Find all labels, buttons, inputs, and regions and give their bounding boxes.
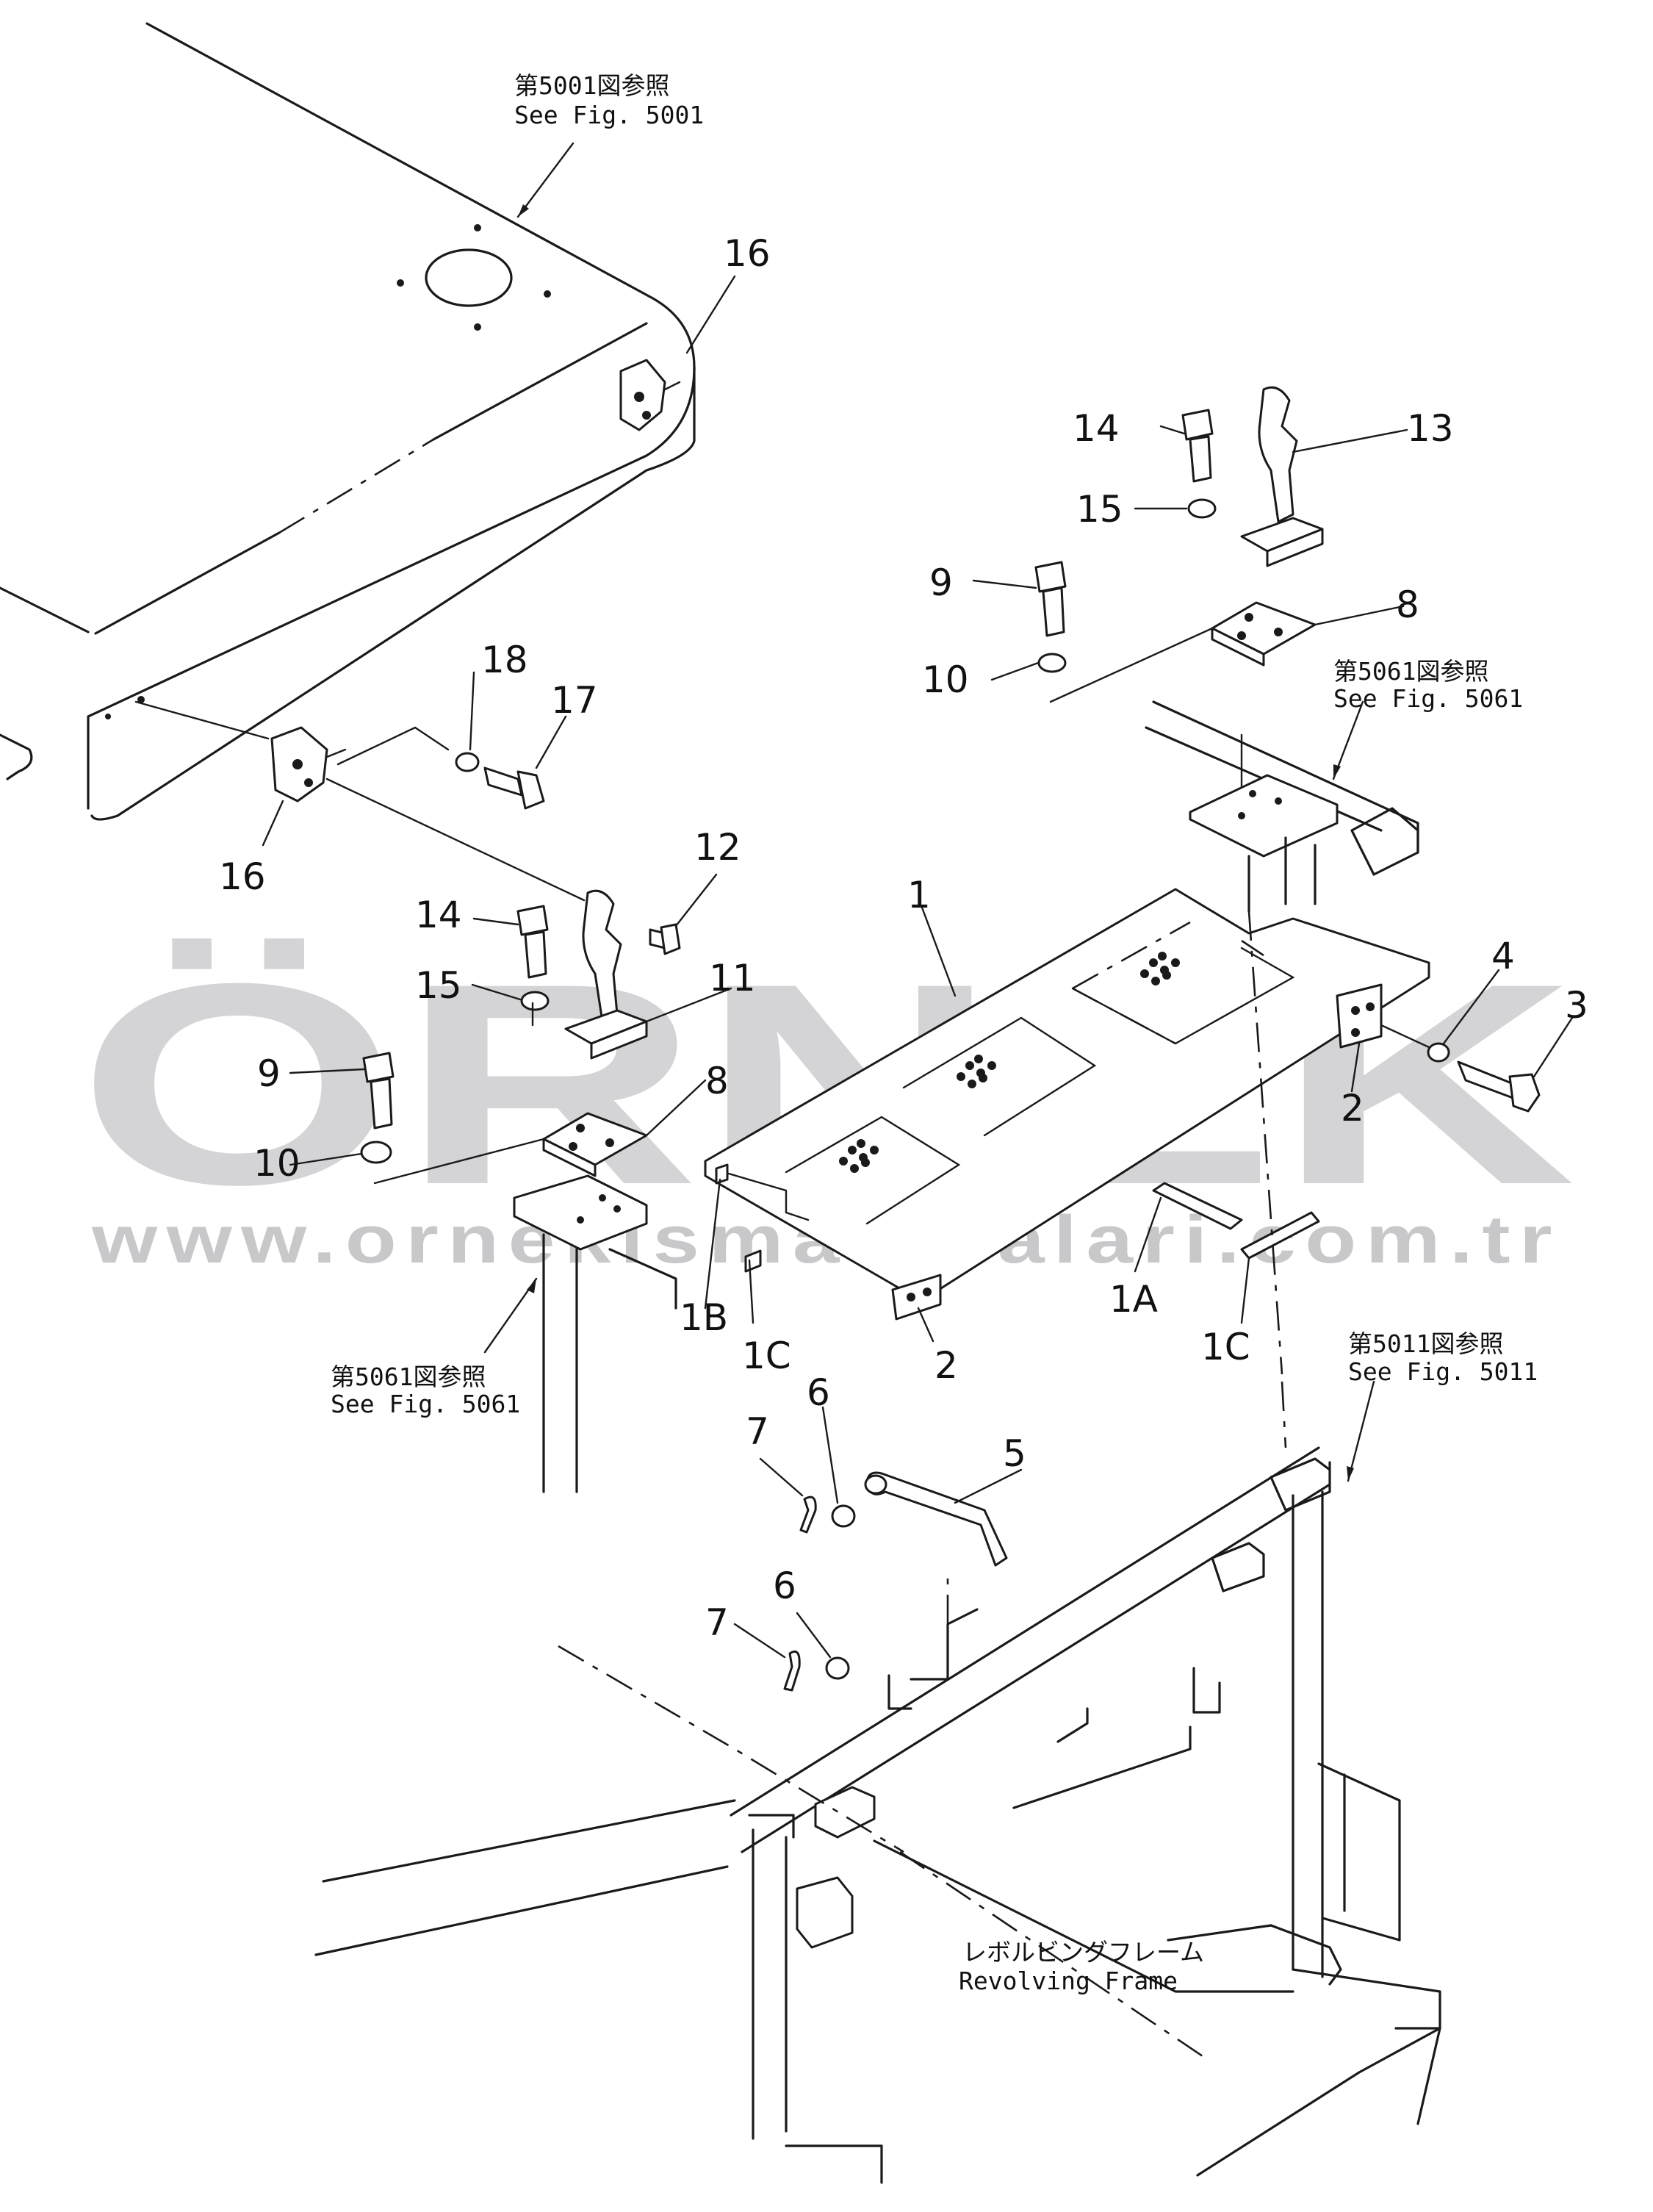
washer-15-left — [520, 991, 550, 1011]
part-label: 16 — [219, 855, 266, 898]
part-label: 14 — [415, 894, 462, 936]
part-label: 8 — [705, 1060, 729, 1102]
bolt-3 — [1457, 1060, 1541, 1113]
latch-hook-upper — [619, 359, 681, 431]
part-label: 3 — [1565, 984, 1588, 1027]
part-label: 17 — [551, 679, 598, 722]
washer-10-left — [360, 1141, 392, 1164]
part-label: 1A — [1109, 1278, 1158, 1321]
latch-hook-lower — [270, 726, 347, 802]
part-label: 11 — [709, 957, 756, 999]
hinge-bottom — [891, 1274, 942, 1321]
reference-fig-5001: 第5001図参照 See Fig. 5001 — [514, 71, 704, 129]
washer-4 — [1427, 1042, 1450, 1063]
part-label: 10 — [922, 658, 969, 701]
washer-10-right — [1037, 653, 1067, 673]
support-right — [1145, 700, 1419, 1375]
part-label: 7 — [746, 1410, 769, 1453]
reference-jp-5061-right: 第5061図参照 — [1333, 657, 1488, 686]
part-label: 1B — [680, 1296, 728, 1339]
revolving-frame-jp: レボルビングフレーム — [962, 1938, 1204, 1967]
bolt-17 — [483, 766, 545, 810]
reference-jp-5061-left: 第5061図参照 — [331, 1362, 486, 1391]
pin-7-lower — [783, 1650, 801, 1692]
reference-fig-5061-right: 第5061図参照 See Fig. 5061 — [1333, 657, 1523, 713]
reference-fig-5061-left: 第5061図参照 See Fig. 5061 — [331, 1362, 520, 1418]
reference-en-5001: See Fig. 5001 — [514, 101, 704, 129]
part-label: 9 — [929, 561, 953, 604]
bolt-12 — [649, 923, 681, 955]
lock-lever-11 — [564, 889, 648, 1060]
washer-15-right — [1187, 498, 1217, 519]
part-label: 9 — [257, 1052, 281, 1095]
revolving-frame-en: Revolving Frame — [959, 1967, 1178, 1995]
bolt-9-left — [362, 1052, 395, 1130]
reference-jp-5011: 第5011図参照 — [1348, 1329, 1503, 1358]
revolving-frame-label: レボルビングフレーム Revolving Frame — [959, 1938, 1204, 1995]
revolving-frame — [314, 1381, 1441, 2184]
reference-en-5061-left: See Fig. 5061 — [331, 1390, 520, 1418]
hinge-right — [1336, 983, 1383, 1049]
part-label: 18 — [481, 639, 528, 681]
part-label: 6 — [807, 1371, 830, 1414]
part-label: 7 — [705, 1601, 729, 1644]
part-label: 14 — [1073, 407, 1120, 450]
plate-hole-cluster-3 — [1140, 952, 1180, 985]
part-label: 4 — [1491, 935, 1515, 977]
top-cover — [0, 22, 696, 821]
washer-6-upper — [831, 1504, 856, 1528]
part-label: 5 — [1003, 1432, 1026, 1475]
part-label: 15 — [415, 964, 462, 1007]
washer-18 — [455, 752, 480, 772]
part-label: 1C — [742, 1335, 791, 1377]
bolt-14-right — [1181, 409, 1214, 483]
part-labels: 16 16 18 17 14 13 15 9 8 10 12 14 11 15 … — [219, 232, 1588, 1644]
bolt-9-right — [1034, 561, 1067, 637]
bracket-8-left — [542, 1112, 648, 1177]
part-label: 2 — [934, 1344, 958, 1387]
rod-5 — [864, 1471, 1008, 1567]
part-label: 1C — [1201, 1326, 1250, 1368]
washer-6-lower — [825, 1656, 850, 1680]
reference-fig-5011: 第5011図参照 See Fig. 5011 — [1348, 1329, 1538, 1386]
plate-hole-cluster-2 — [957, 1055, 996, 1088]
part-label: 13 — [1407, 407, 1454, 450]
part-label: 2 — [1341, 1087, 1364, 1130]
support-left — [513, 1174, 677, 1493]
reference-en-5061-right: See Fig. 5061 — [1333, 684, 1523, 713]
bracket-8-right — [1211, 601, 1317, 667]
strip-1C — [1240, 1211, 1320, 1260]
strip-1A — [1152, 1182, 1243, 1230]
part-label: 12 — [694, 826, 741, 869]
reference-jp-5001: 第5001図参照 — [514, 71, 669, 100]
pin-7-upper — [799, 1495, 817, 1534]
bolt-14-left — [516, 905, 549, 979]
plate-hole-cluster-1 — [839, 1139, 879, 1173]
part-label: 1 — [907, 874, 931, 916]
part-label: 10 — [253, 1142, 300, 1185]
leader-lines — [262, 142, 1574, 1659]
part-label: 15 — [1076, 488, 1123, 531]
part-label: 6 — [773, 1565, 796, 1607]
part-label: 16 — [724, 232, 771, 275]
lock-lever-13 — [1240, 386, 1324, 567]
part-label: 8 — [1396, 583, 1419, 626]
reference-en-5011: See Fig. 5011 — [1348, 1357, 1538, 1386]
